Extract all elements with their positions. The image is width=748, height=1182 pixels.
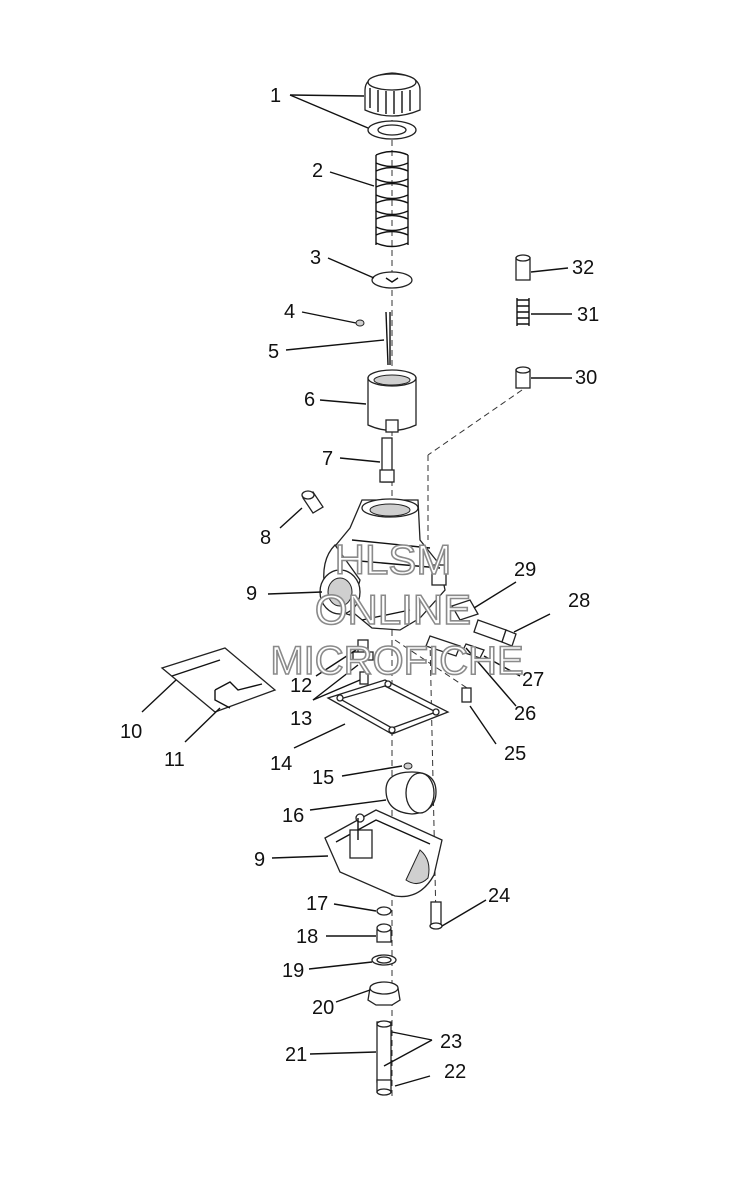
callout-5: 5 (268, 341, 279, 363)
leader-lines (141, 94, 572, 1087)
part-30-32-choke (515, 254, 531, 389)
callout-8: 8 (260, 527, 271, 549)
callout-24: 24 (488, 885, 510, 907)
callout-32: 32 (572, 257, 594, 279)
part-17-22-drain-stack (367, 906, 401, 1096)
part-8-plug (301, 490, 324, 514)
part-10-11-gaskets (160, 647, 277, 713)
callout-18: 18 (296, 926, 318, 948)
callout-14: 14 (270, 753, 292, 775)
callout-20: 20 (312, 997, 334, 1019)
callout-23: 23 (440, 1031, 462, 1053)
part-15-pin (403, 762, 413, 770)
part-25-jet (461, 687, 472, 703)
callout-28: 28 (568, 590, 590, 612)
part-24-screw (429, 901, 443, 930)
callout-10: 10 (120, 721, 142, 743)
part-12-13-jets (352, 639, 374, 685)
part-2-spring (375, 150, 409, 248)
callout-21: 21 (285, 1044, 307, 1066)
callout-9-upper: 9 (246, 583, 257, 605)
watermark-line-3: MICROFICHE (270, 639, 523, 683)
callout-9-lower: 9 (254, 849, 265, 871)
callout-16: 16 (282, 805, 304, 827)
part-5-needle (385, 311, 391, 366)
part-26-27-pilot (425, 635, 485, 659)
callout-19: 19 (282, 960, 304, 982)
part-9-float-bowl (324, 809, 443, 898)
callout-25: 25 (504, 743, 526, 765)
callout-31: 31 (577, 304, 599, 326)
watermark-line-2: ONLINE (315, 586, 471, 633)
callout-26: 26 (514, 703, 536, 725)
callout-29: 29 (514, 559, 536, 581)
callout-3: 3 (310, 247, 321, 269)
callout-11: 11 (164, 749, 185, 771)
callout-1: 1 (270, 85, 281, 107)
callout-12: 12 (290, 675, 312, 697)
carburetor-body (319, 498, 447, 631)
callout-15: 15 (312, 767, 334, 789)
part-16-float (385, 771, 437, 815)
callout-4: 4 (284, 301, 295, 323)
callout-6: 6 (304, 389, 315, 411)
callout-27: 27 (522, 669, 544, 691)
part-14-bowl-gasket (326, 679, 450, 735)
callout-labels: 1 2 3 4 5 6 7 8 9 9 10 11 12 13 14 15 16… (120, 85, 599, 1083)
callout-30: 30 (575, 367, 597, 389)
callout-7: 7 (322, 448, 333, 470)
callout-13: 13 (290, 708, 312, 730)
callout-17: 17 (306, 893, 328, 915)
part-28-29-idle-screw (451, 599, 517, 647)
watermark: HLSM ONLINE MICROFICHE (270, 535, 525, 684)
watermark-line-1: HLSM (335, 536, 452, 583)
callout-2: 2 (312, 160, 323, 182)
part-6-slide (367, 369, 417, 433)
part-4-clip (355, 319, 365, 327)
callout-22: 22 (444, 1061, 466, 1083)
part-1-cap (364, 72, 421, 140)
part-7-holder (379, 437, 395, 483)
part-3-retainer (371, 271, 413, 289)
